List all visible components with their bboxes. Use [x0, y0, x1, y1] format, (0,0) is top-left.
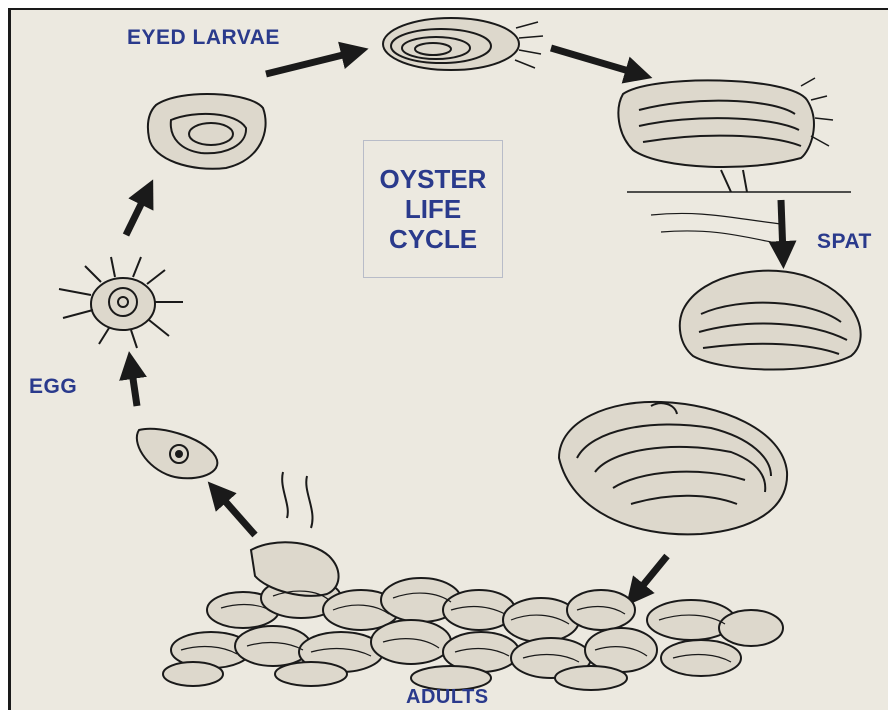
life-cycle-illustration [11, 10, 888, 710]
juvenile-oyster-drawing [559, 402, 787, 535]
arrow-juvenile-to-adults [635, 556, 667, 595]
title-line-2: LIFE [405, 194, 461, 224]
egg-drawing [137, 429, 218, 479]
arrow-eyed-to-pediveliger [551, 48, 639, 74]
adult-oysters-cluster [163, 542, 783, 690]
spat-label: SPAT [817, 230, 872, 254]
diagram-frame: EYED LARVAE SPAT EGG ADULTS OYSTER LIFE … [8, 8, 888, 710]
adults-label: ADULTS [406, 686, 489, 709]
title-line-1: OYSTER [380, 164, 487, 194]
veliger-drawing [148, 94, 266, 169]
eyed-larva-drawing [383, 18, 543, 70]
arrow-adults-to-egg [217, 492, 255, 535]
title-box: OYSTER LIFE CYCLE [363, 140, 503, 278]
trochophore-drawing [59, 257, 183, 348]
eyed-larvae-label: EYED LARVAE [127, 26, 280, 50]
egg-label: EGG [29, 375, 77, 399]
arrow-larva-to-veliger [126, 192, 147, 235]
title-line-3: CYCLE [389, 224, 477, 254]
arrow-veliger-to-eyed [266, 52, 355, 74]
arrow-pediveliger-to-spat [781, 200, 783, 255]
spat-drawing [680, 271, 861, 370]
arrow-egg-to-larva [131, 365, 137, 406]
pediveliger-drawing [618, 78, 851, 242]
sperm-drawing [282, 472, 312, 528]
